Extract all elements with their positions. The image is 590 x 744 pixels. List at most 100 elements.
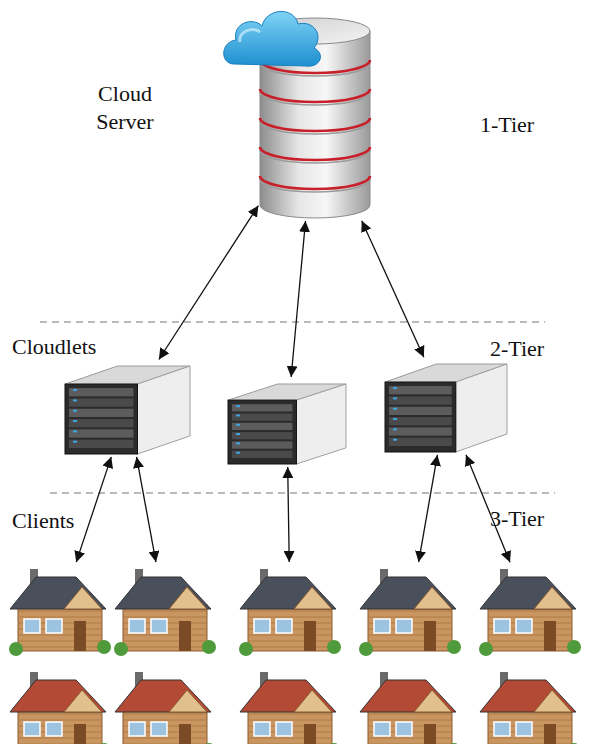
house-roof (480, 680, 576, 712)
wood-siding (248, 641, 332, 642)
server-shape (228, 380, 346, 464)
house-wall (368, 605, 452, 651)
window (516, 619, 532, 633)
window (151, 722, 167, 736)
connector-arrow (291, 221, 305, 377)
status-led (236, 433, 240, 435)
status-led (393, 418, 397, 420)
door (544, 621, 556, 651)
gable (414, 690, 452, 712)
window (46, 619, 62, 633)
bush (97, 640, 111, 654)
door (179, 621, 191, 651)
window (24, 619, 40, 633)
client-house (480, 565, 580, 657)
client-house (360, 668, 460, 744)
window (151, 619, 167, 633)
wood-siding (123, 714, 207, 715)
door (424, 621, 436, 651)
wood-siding (488, 617, 572, 618)
house-wall (488, 605, 572, 651)
tier-label: 3-Tier (490, 506, 544, 532)
bush (239, 642, 253, 656)
window (254, 619, 270, 633)
wood-siding (368, 714, 452, 715)
wood-siding (488, 720, 572, 721)
wood-siding (488, 611, 572, 612)
connector-arrow (159, 206, 259, 360)
window (129, 722, 145, 736)
red-band (260, 89, 370, 102)
cylinder-body (260, 31, 370, 218)
wood-siding (248, 714, 332, 715)
wood-siding (123, 635, 207, 636)
bush (567, 640, 581, 654)
status-led (393, 408, 397, 410)
cloud-server: Cloud Server (260, 18, 370, 218)
house-shape (10, 668, 110, 744)
wood-siding (368, 641, 452, 642)
wood-siding (18, 720, 102, 721)
bush (327, 743, 341, 744)
wood-siding (248, 720, 332, 721)
tier-label: 2-Tier (490, 336, 544, 362)
tier-label: Clients (12, 508, 74, 534)
bush (567, 743, 581, 744)
server-front (228, 400, 296, 464)
house-roof (115, 577, 211, 609)
house-wall (488, 708, 572, 744)
house-wall (18, 605, 102, 651)
red-band (260, 60, 370, 73)
bush (359, 642, 373, 656)
connector-arrow (362, 221, 424, 358)
wood-siding (368, 611, 452, 612)
gable (64, 690, 102, 712)
status-led (236, 424, 240, 426)
connector-arrow (288, 467, 290, 562)
window (46, 722, 62, 736)
wood-siding (123, 611, 207, 612)
drive-bay (232, 423, 292, 430)
house-roof (480, 577, 576, 609)
status-led (73, 399, 77, 401)
drive-bay (389, 417, 452, 425)
house-roof (10, 680, 106, 712)
status-led (393, 439, 397, 441)
drive-bay (389, 407, 452, 415)
server-front (385, 382, 456, 452)
server-shape (385, 360, 507, 452)
house-shape (480, 668, 580, 744)
house-shape (240, 668, 340, 744)
drive-bay (232, 413, 292, 420)
bush (9, 642, 23, 656)
node-label: Cloud Server (70, 80, 180, 135)
client-house (115, 668, 215, 744)
house-shape (115, 565, 215, 657)
gable (534, 690, 572, 712)
client-house (10, 565, 110, 657)
wood-siding (123, 617, 207, 618)
status-led (73, 441, 77, 443)
wood-siding (248, 738, 332, 739)
bush (447, 743, 461, 744)
wood-siding (123, 738, 207, 739)
status-led (73, 389, 77, 391)
db-shape (260, 18, 370, 218)
server-front (65, 384, 138, 454)
status-led (393, 428, 397, 430)
gable (294, 690, 332, 712)
drive-bay (69, 398, 134, 406)
bush (202, 640, 216, 654)
door (424, 724, 436, 744)
window (374, 722, 390, 736)
wood-siding (248, 635, 332, 636)
door (179, 724, 191, 744)
house-shape (115, 668, 215, 744)
drive-bay (232, 432, 292, 439)
wood-siding (368, 647, 452, 648)
window (494, 722, 510, 736)
house-shape (480, 565, 580, 657)
window (276, 619, 292, 633)
